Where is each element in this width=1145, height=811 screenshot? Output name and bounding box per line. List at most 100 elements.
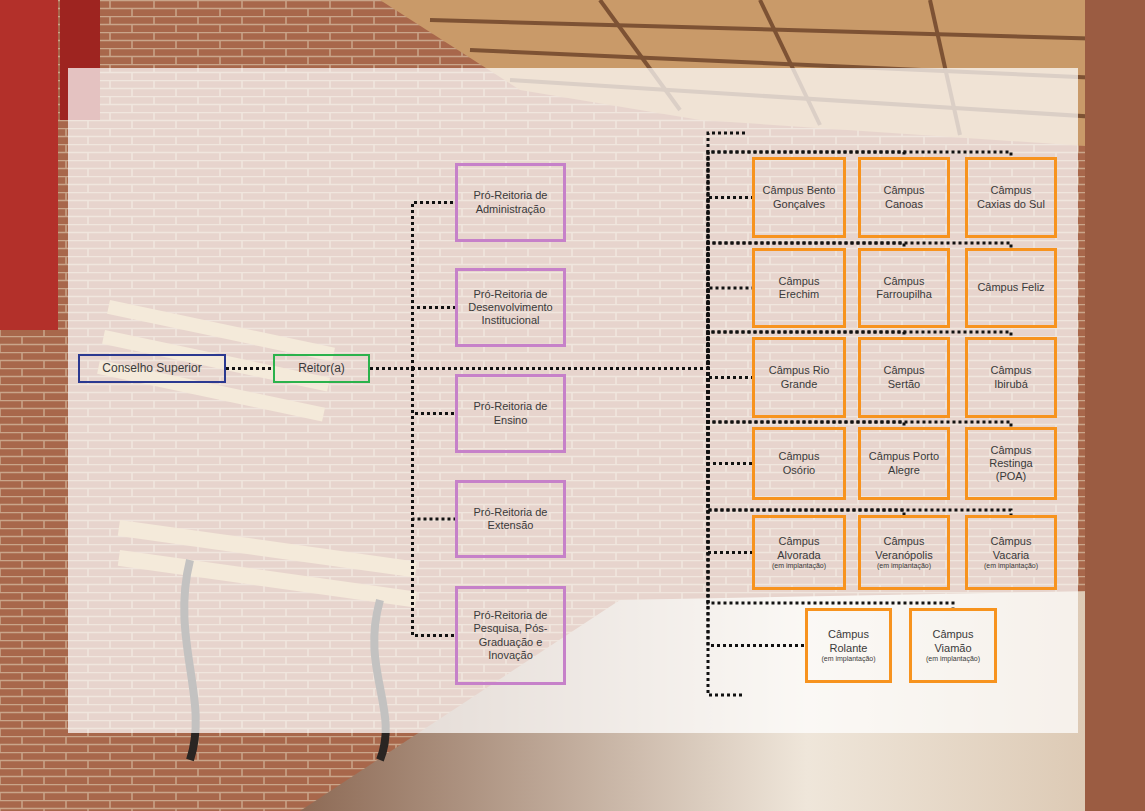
node-content: Câmpus Veranópolis(em implantação) [867, 535, 941, 569]
node-content: Câmpus Viamão(em implantação) [918, 628, 988, 662]
node-label: Pró-Reitoria de Ensino [466, 400, 555, 426]
campus-box: Câmpus Ibirubá [965, 337, 1057, 418]
dotted-connector [370, 368, 953, 608]
pro-rectorate-box: Pró-Reitoria de Ensino [455, 374, 566, 453]
node-content: Câmpus Sertão [867, 364, 941, 390]
node-content: Câmpus Feliz [974, 281, 1048, 294]
node-content: Câmpus Rio Grande [761, 364, 837, 390]
node-label: Câmpus Canoas [867, 184, 941, 210]
node-content: Câmpus Rolante(em implantação) [814, 628, 883, 662]
node-label: Pró-Reitoria de Desenvolvimento Instituc… [466, 288, 555, 328]
node-label: Câmpus Veranópolis [867, 535, 941, 561]
status-note: (em implantação) [867, 562, 941, 570]
dotted-connector [370, 368, 752, 552]
dotted-connector [370, 203, 455, 369]
pro-rectorate-box: Pró-Reitoria de Desenvolvimento Instituc… [455, 268, 566, 347]
node-content: Pró-Reitoria de Pesquisa, Pós-Graduação … [466, 609, 555, 662]
dotted-connector [226, 367, 273, 370]
pro-rectorate-box: Pró-Reitoria de Administração [455, 163, 566, 242]
node-content: Câmpus Vacaria(em implantação) [974, 535, 1048, 569]
node-label: Câmpus Restinga (POA) [974, 444, 1048, 484]
node-label: Câmpus Rio Grande [761, 364, 837, 390]
status-note: (em implantação) [918, 655, 988, 663]
campus-box: Câmpus Rolante(em implantação) [805, 608, 892, 683]
status-note: (em implantação) [761, 562, 837, 570]
pro-rectorate-box: Pró-Reitoria de Pesquisa, Pós-Graduação … [455, 586, 566, 685]
campus-box: Câmpus Osório [752, 427, 846, 500]
node-content: Câmpus Caxias do Sul [974, 184, 1048, 210]
red-pole [0, 0, 58, 330]
dotted-connector [370, 368, 904, 515]
pro-rectorate-box: Pró-Reitoria de Extensão [455, 480, 566, 558]
node-label: Câmpus Viamão [918, 628, 988, 654]
node-content: Câmpus Porto Alegre [867, 450, 941, 476]
node-content: Câmpus Canoas [867, 184, 941, 210]
node-label: Câmpus Alvorada [761, 535, 837, 561]
brick-pillar [1085, 0, 1145, 811]
node-label: Pró-Reitoria de Administração [466, 189, 555, 215]
campus-box: Câmpus Canoas [858, 157, 950, 238]
dotted-connector [370, 368, 752, 463]
campus-bracket [708, 133, 745, 695]
node-content: Conselho Superior [86, 361, 218, 375]
status-note: (em implantação) [974, 562, 1048, 570]
dotted-connector [370, 243, 904, 368]
node-label: Câmpus Osório [761, 450, 837, 476]
node-label: Câmpus Sertão [867, 364, 941, 390]
node-label: Conselho Superior [86, 361, 218, 375]
node-label: Câmpus Ibirubá [974, 364, 1048, 390]
status-note: (em implantação) [814, 655, 883, 663]
panel [68, 68, 1078, 733]
dotted-connector [370, 368, 1011, 515]
campus-box: Câmpus Erechim [752, 248, 846, 328]
campus-box: Câmpus Rio Grande [752, 337, 846, 418]
dotted-connector [370, 368, 805, 645]
node-label: Câmpus Porto Alegre [867, 450, 941, 476]
campus-box: Câmpus Alvorada(em implantação) [752, 515, 846, 590]
node-label: Câmpus Rolante [814, 628, 883, 654]
node-content: Câmpus Erechim [761, 275, 837, 301]
node-content: Câmpus Alvorada(em implantação) [761, 535, 837, 569]
dotted-connector [370, 368, 455, 635]
node-content: Câmpus Ibirubá [974, 364, 1048, 390]
node-content: Câmpus Farroupilha [867, 275, 941, 301]
campus-box: Câmpus Feliz [965, 248, 1057, 328]
campus-box: Câmpus Farroupilha [858, 248, 950, 328]
node-content: Câmpus Bento Gonçalves [761, 184, 837, 210]
node-content: Pró-Reitoria de Extensão [466, 506, 555, 532]
node-content: Câmpus Osório [761, 450, 837, 476]
node-label: Pró-Reitoria de Pesquisa, Pós-Graduação … [466, 609, 555, 662]
campus-box: Câmpus Porto Alegre [858, 427, 950, 500]
node-label: Reitor(a) [281, 361, 362, 375]
node-label: Câmpus Vacaria [974, 535, 1048, 561]
node-content: Pró-Reitoria de Ensino [466, 400, 555, 426]
dotted-connector [370, 288, 752, 368]
node-label: Pró-Reitoria de Extensão [466, 506, 555, 532]
node-content: Pró-Reitoria de Desenvolvimento Instituc… [466, 288, 555, 328]
node-content: Reitor(a) [281, 361, 362, 375]
rector-box: Reitor(a) [273, 354, 370, 382]
node-label: Câmpus Caxias do Sul [974, 184, 1048, 210]
council-box: Conselho Superior [78, 354, 226, 382]
node-label: Câmpus Feliz [974, 281, 1048, 294]
campus-box: Câmpus Sertão [858, 337, 950, 418]
campus-box: Câmpus Bento Gonçalves [752, 157, 846, 238]
campus-box: Câmpus Veranópolis(em implantação) [858, 515, 950, 590]
dotted-connector [370, 368, 1011, 427]
node-label: Câmpus Farroupilha [867, 275, 941, 301]
campus-box: Câmpus Caxias do Sul [965, 157, 1057, 238]
node-label: Câmpus Bento Gonçalves [761, 184, 837, 210]
dotted-connector [370, 368, 904, 427]
dotted-connector [370, 243, 1011, 368]
campus-box: Câmpus Restinga (POA) [965, 427, 1057, 500]
node-label: Câmpus Erechim [761, 275, 837, 301]
node-content: Pró-Reitoria de Administração [466, 189, 555, 215]
node-content: Câmpus Restinga (POA) [974, 444, 1048, 484]
dotted-connector [370, 308, 455, 369]
campus-box: Câmpus Viamão(em implantação) [909, 608, 997, 683]
